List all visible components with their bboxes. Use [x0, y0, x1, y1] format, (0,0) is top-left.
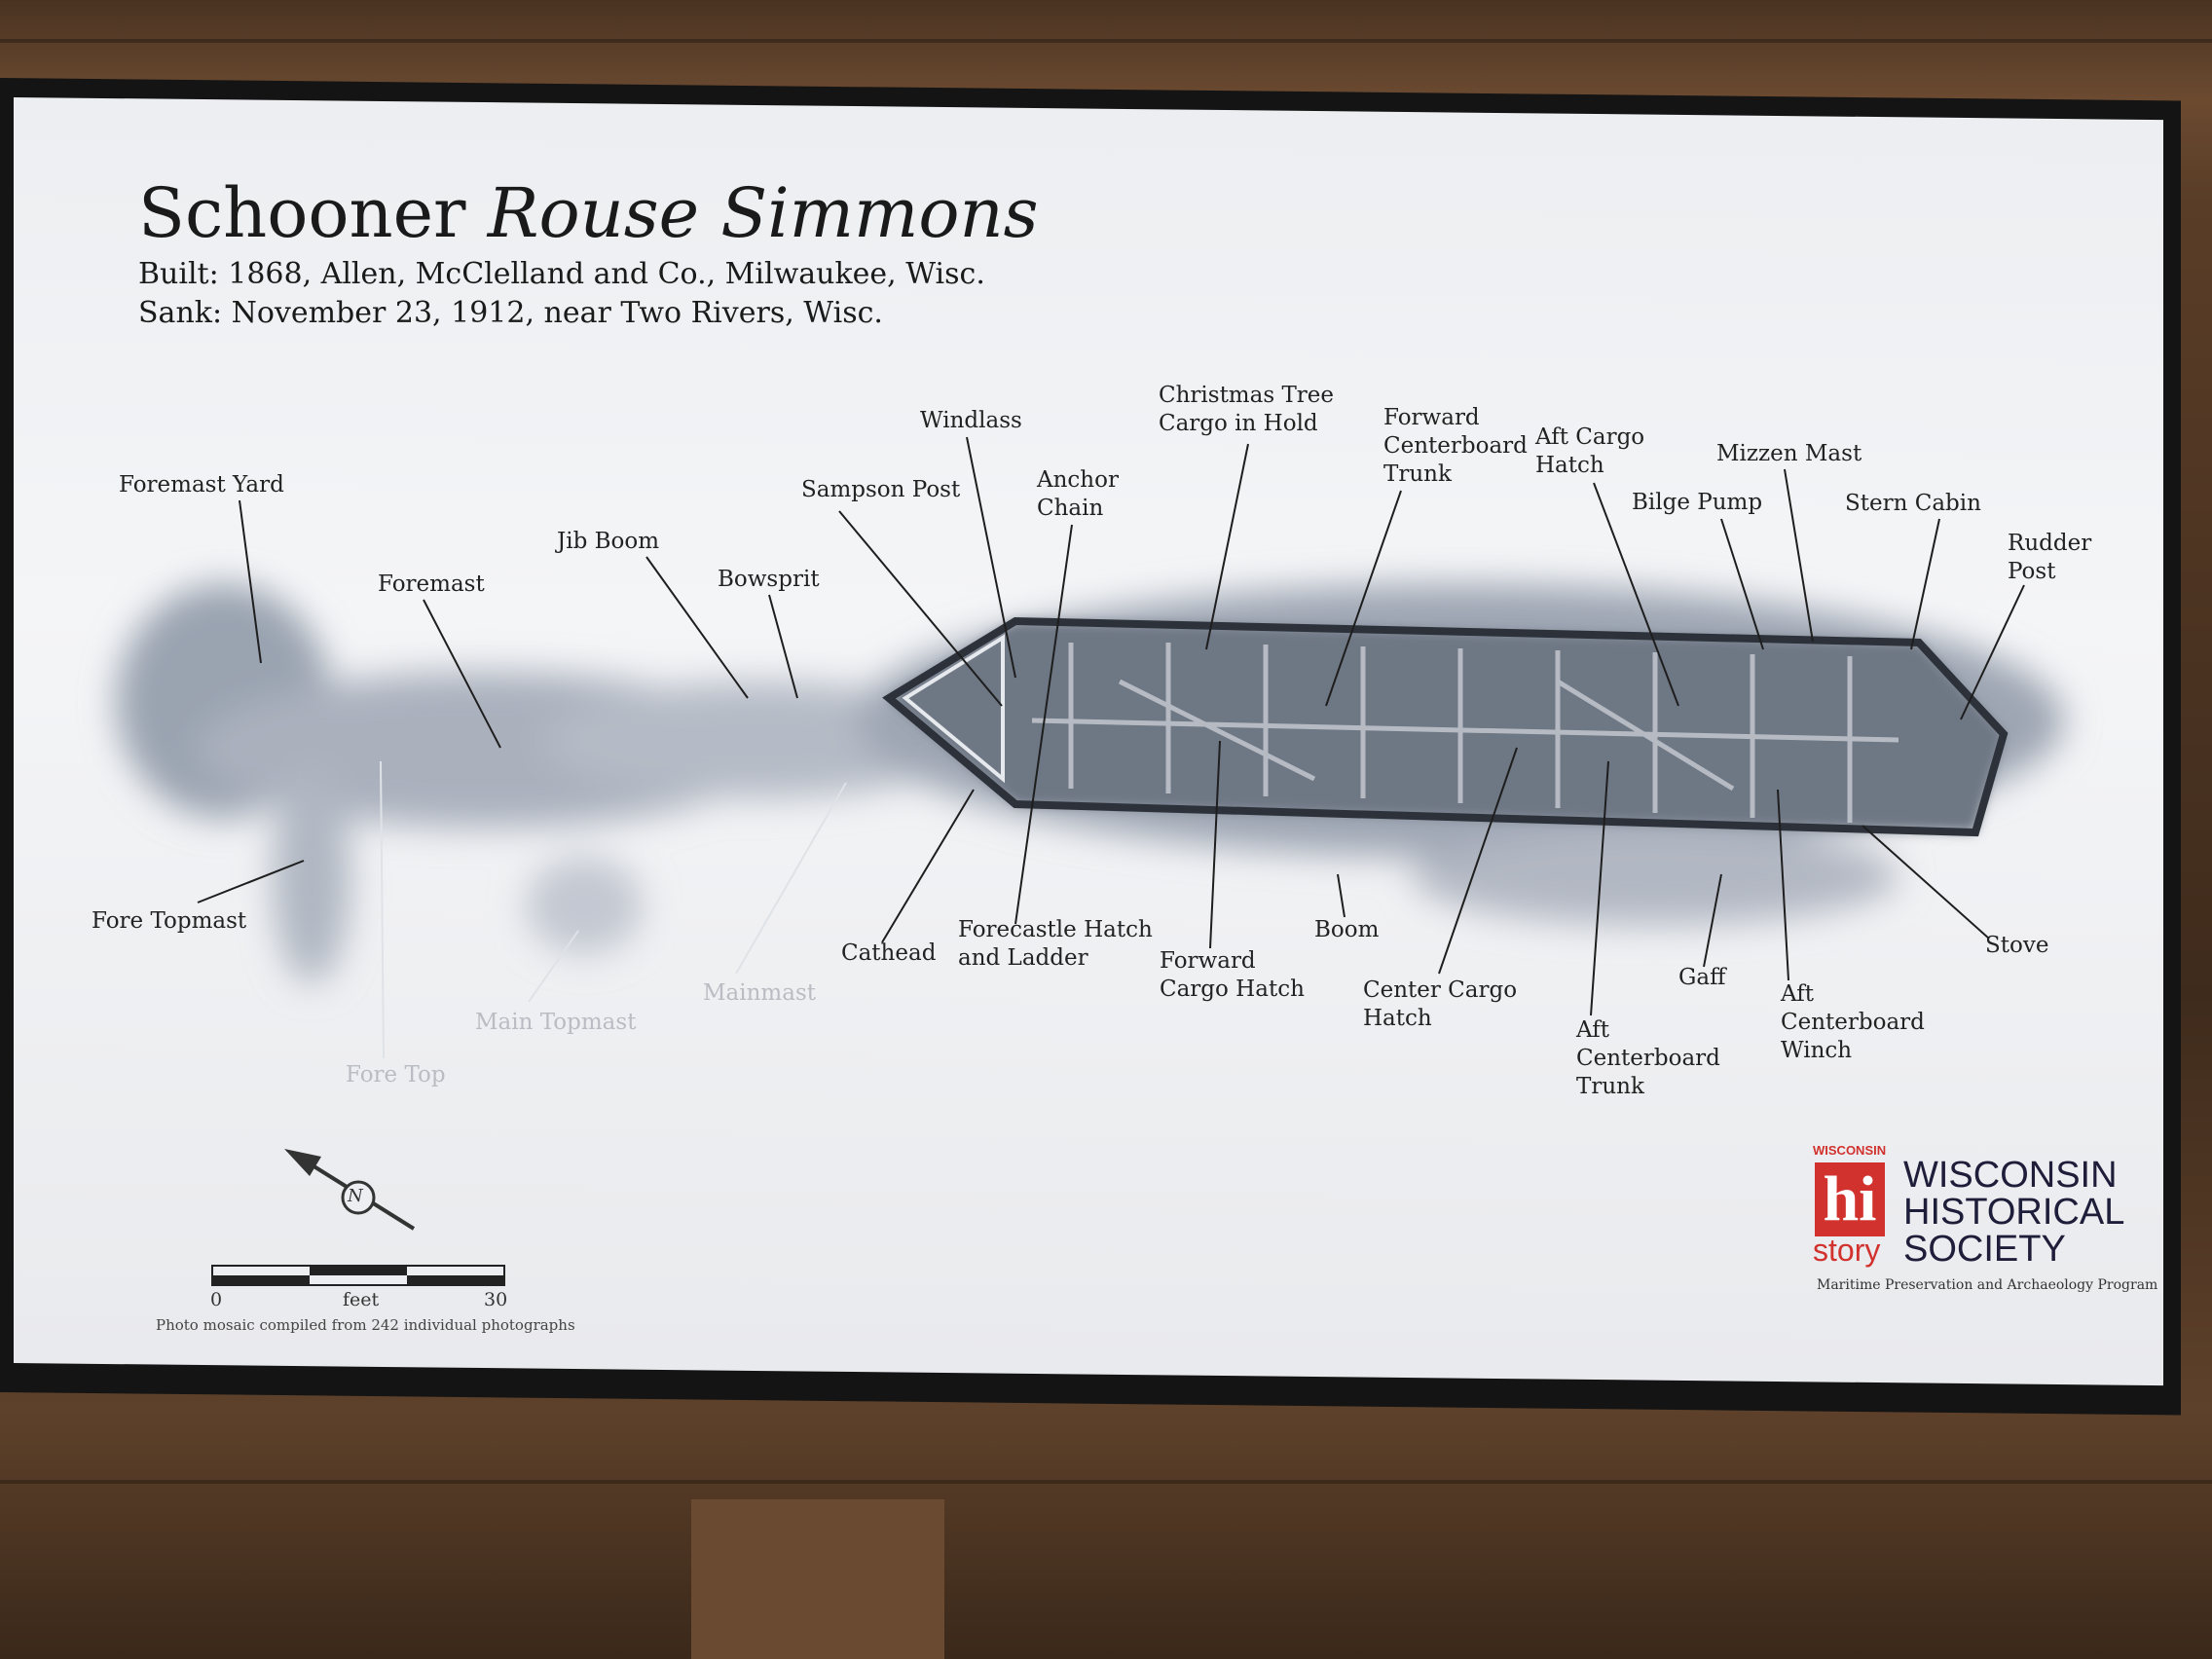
label-rudder-post: Rudder Post [2008, 531, 2092, 584]
label-boom: Boom [1314, 917, 1380, 942]
ship-hull [882, 616, 2009, 837]
label-main-topmast: Main Topmast [475, 1010, 637, 1035]
label-aft-centerboard-trunk: Aft Centerboard Trunk [1576, 1017, 1720, 1099]
label-anchor-chain: Anchor Chain [1037, 467, 1119, 521]
leader-lines [197, 436, 2025, 1016]
label-forecastle-hatch: Forecastle Hatch and Ladder [958, 917, 1153, 971]
label-windlass: Windlass [920, 408, 1022, 433]
label-jib-boom: Jib Boom [557, 529, 660, 554]
label-aft-cargo-hatch: Aft Cargo Hatch [1535, 424, 1645, 478]
compass-letter: N [348, 1186, 363, 1206]
organization-name: WISCONSIN HISTORICAL SOCIETY [1903, 1155, 2125, 1270]
scale-bar [211, 1265, 505, 1286]
label-center-cargo-hatch: Center Cargo Hatch [1363, 977, 1518, 1031]
label-mizzen-mast: Mizzen Mast [1716, 441, 1862, 466]
label-sampson-post: Sampson Post [801, 477, 961, 502]
label-forward-centerboard-trunk: Forward Centerboard Trunk [1383, 405, 1528, 487]
logo-wisconsin-small: WISCONSIN [1813, 1143, 1887, 1158]
wood-block [691, 1499, 944, 1659]
wall-plank-seam [0, 1480, 2212, 1484]
wisconsin-history-logo: hi [1815, 1162, 1885, 1236]
page-title: Schooner Rouse Simmons [138, 173, 1039, 253]
label-bowsprit: Bowsprit [718, 567, 820, 592]
label-stern-cabin: Stern Cabin [1845, 491, 1981, 516]
label-fore-topmast: Fore Topmast [92, 908, 247, 934]
label-stove: Stove [1985, 933, 2049, 958]
program-name: Maritime Preservation and Archaeology Pr… [1817, 1277, 2158, 1293]
label-gaff: Gaff [1678, 965, 1726, 990]
label-mainmast: Mainmast [703, 980, 816, 1006]
built-info: Built: 1868, Allen, McClelland and Co., … [138, 257, 985, 291]
scale-start: 0 [210, 1289, 223, 1310]
scale-end: 30 [484, 1289, 508, 1310]
scale-unit: feet [343, 1289, 380, 1310]
label-forward-cargo-hatch: Forward Cargo Hatch [1160, 948, 1305, 1002]
sank-info: Sank: November 23, 1912, near Two Rivers… [138, 296, 883, 330]
north-arrow-icon [284, 1149, 416, 1231]
photo-mosaic-caption: Photo mosaic compiled from 242 individua… [156, 1316, 575, 1334]
logo-story-text: story [1813, 1233, 1881, 1268]
label-fore-top: Fore Top [346, 1062, 446, 1088]
label-foremast: Foremast [378, 571, 485, 597]
label-bilge-pump: Bilge Pump [1632, 490, 1763, 515]
label-christmas-tree-cargo: Christmas Tree Cargo in Hold [1159, 383, 1335, 436]
label-aft-centerboard-winch: Aft Centerboard Winch [1781, 981, 1925, 1063]
label-foremast-yard: Foremast Yard [119, 472, 284, 498]
wall-plank-seam [0, 39, 2212, 43]
label-cathead: Cathead [841, 940, 937, 966]
